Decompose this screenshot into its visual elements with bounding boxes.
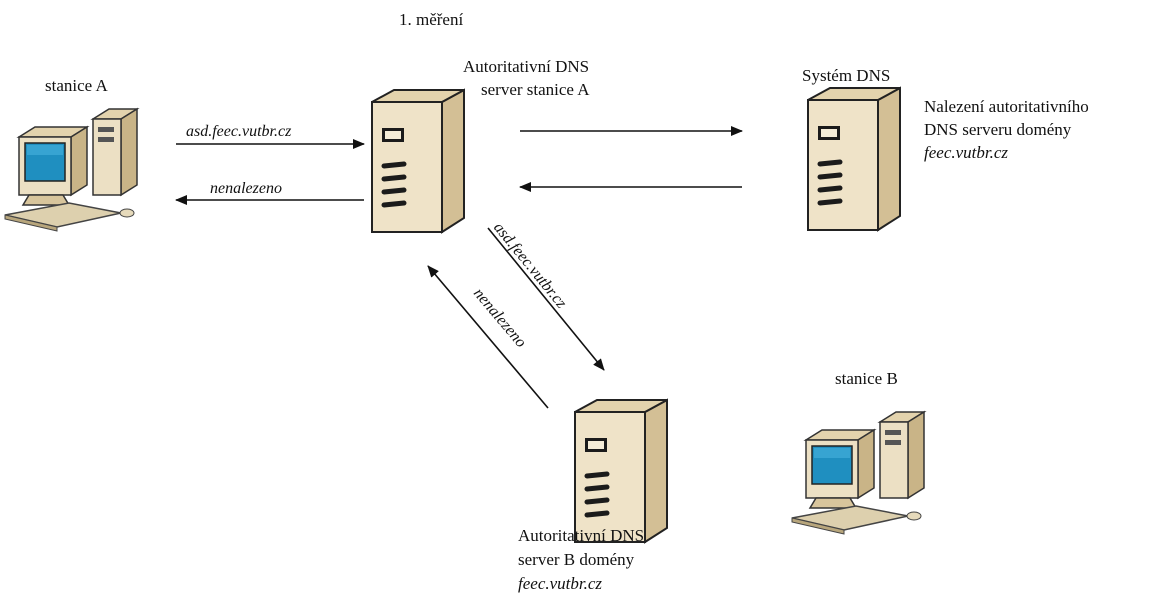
station-b-label: stanice B (835, 369, 898, 388)
station-a-computer-icon (4, 108, 138, 232)
edge-label-server-a-to-b: asd.feec.vutbr.cz (490, 219, 570, 312)
dns-system-note-line3: feec.vutbr.cz (924, 143, 1009, 162)
dns-system-server-icon (808, 88, 900, 230)
server-b-icon (575, 400, 667, 542)
server-a-label-line1: Autoritativní DNS (463, 57, 590, 76)
arrow-server-a-to-server-b (487, 227, 605, 371)
server-b-label-line1: Autoritativní DNS (518, 526, 645, 545)
dns-system-note-line2: DNS serveru domény (924, 120, 1072, 139)
edge-label-b-to-server-a: nenalezeno (470, 285, 529, 351)
server-b-label-line2: server B domény (518, 550, 635, 569)
diagram-title: 1. měření (399, 10, 464, 29)
dns-system-label: Systém DNS (802, 66, 891, 85)
station-a-label: stanice A (45, 76, 108, 95)
edge-label-a-to-server-a: asd.feec.vutbr.cz (186, 123, 292, 140)
station-b-computer-icon (791, 411, 925, 535)
server-b-label-line3: feec.vutbr.cz (518, 574, 603, 593)
arrow-server-b-to-server-a (427, 265, 549, 409)
edge-label-server-a-to-a: nenalezeno (210, 180, 282, 197)
dns-system-note-line1: Nalezení autoritativního (924, 97, 1089, 116)
server-a-label-line2: server stanice A (481, 80, 590, 99)
server-a-icon (372, 90, 464, 232)
